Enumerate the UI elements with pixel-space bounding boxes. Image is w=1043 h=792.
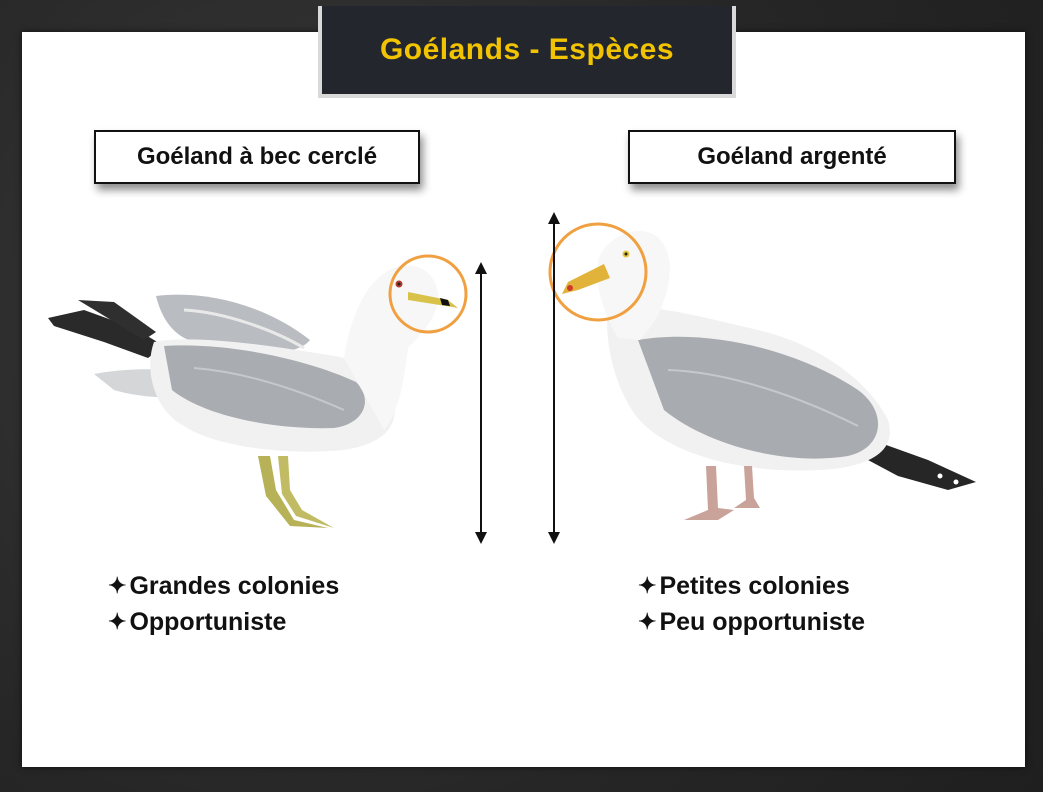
bullet-text: Opportuniste — [129, 608, 287, 636]
height-arrow-right — [548, 212, 560, 544]
species-label-right: Goéland argenté — [628, 130, 956, 184]
species-label-left: Goéland à bec cerclé — [94, 130, 420, 184]
herring-gull-image — [548, 222, 976, 520]
list-item: ✦ Opportuniste — [108, 604, 339, 640]
bullet-text: Grandes colonies — [129, 572, 340, 600]
bullet-star-icon: ✦ — [108, 573, 127, 598]
list-item: ✦ Peu opportuniste — [638, 604, 865, 640]
title-banner: Goélands - Espèces — [318, 6, 736, 98]
bullet-star-icon: ✦ — [638, 609, 657, 634]
list-item: ✦ Grandes colonies — [108, 568, 339, 604]
bullet-list-right: ✦ Petites colonies ✦ Peu opportuniste — [638, 568, 865, 640]
page-title: Goélands - Espèces — [379, 33, 675, 66]
list-item: ✦ Petites colonies — [638, 568, 865, 604]
bullet-star-icon: ✦ — [638, 573, 657, 598]
bullet-list-left: ✦ Grandes colonies ✦ Opportuniste — [108, 568, 339, 640]
ring-billed-gull-image — [48, 254, 468, 528]
bullet-star-icon: ✦ — [108, 609, 127, 634]
bullet-text: Peu opportuniste — [659, 608, 865, 636]
bullet-text: Petites colonies — [659, 572, 850, 600]
height-arrow-left — [475, 262, 487, 544]
